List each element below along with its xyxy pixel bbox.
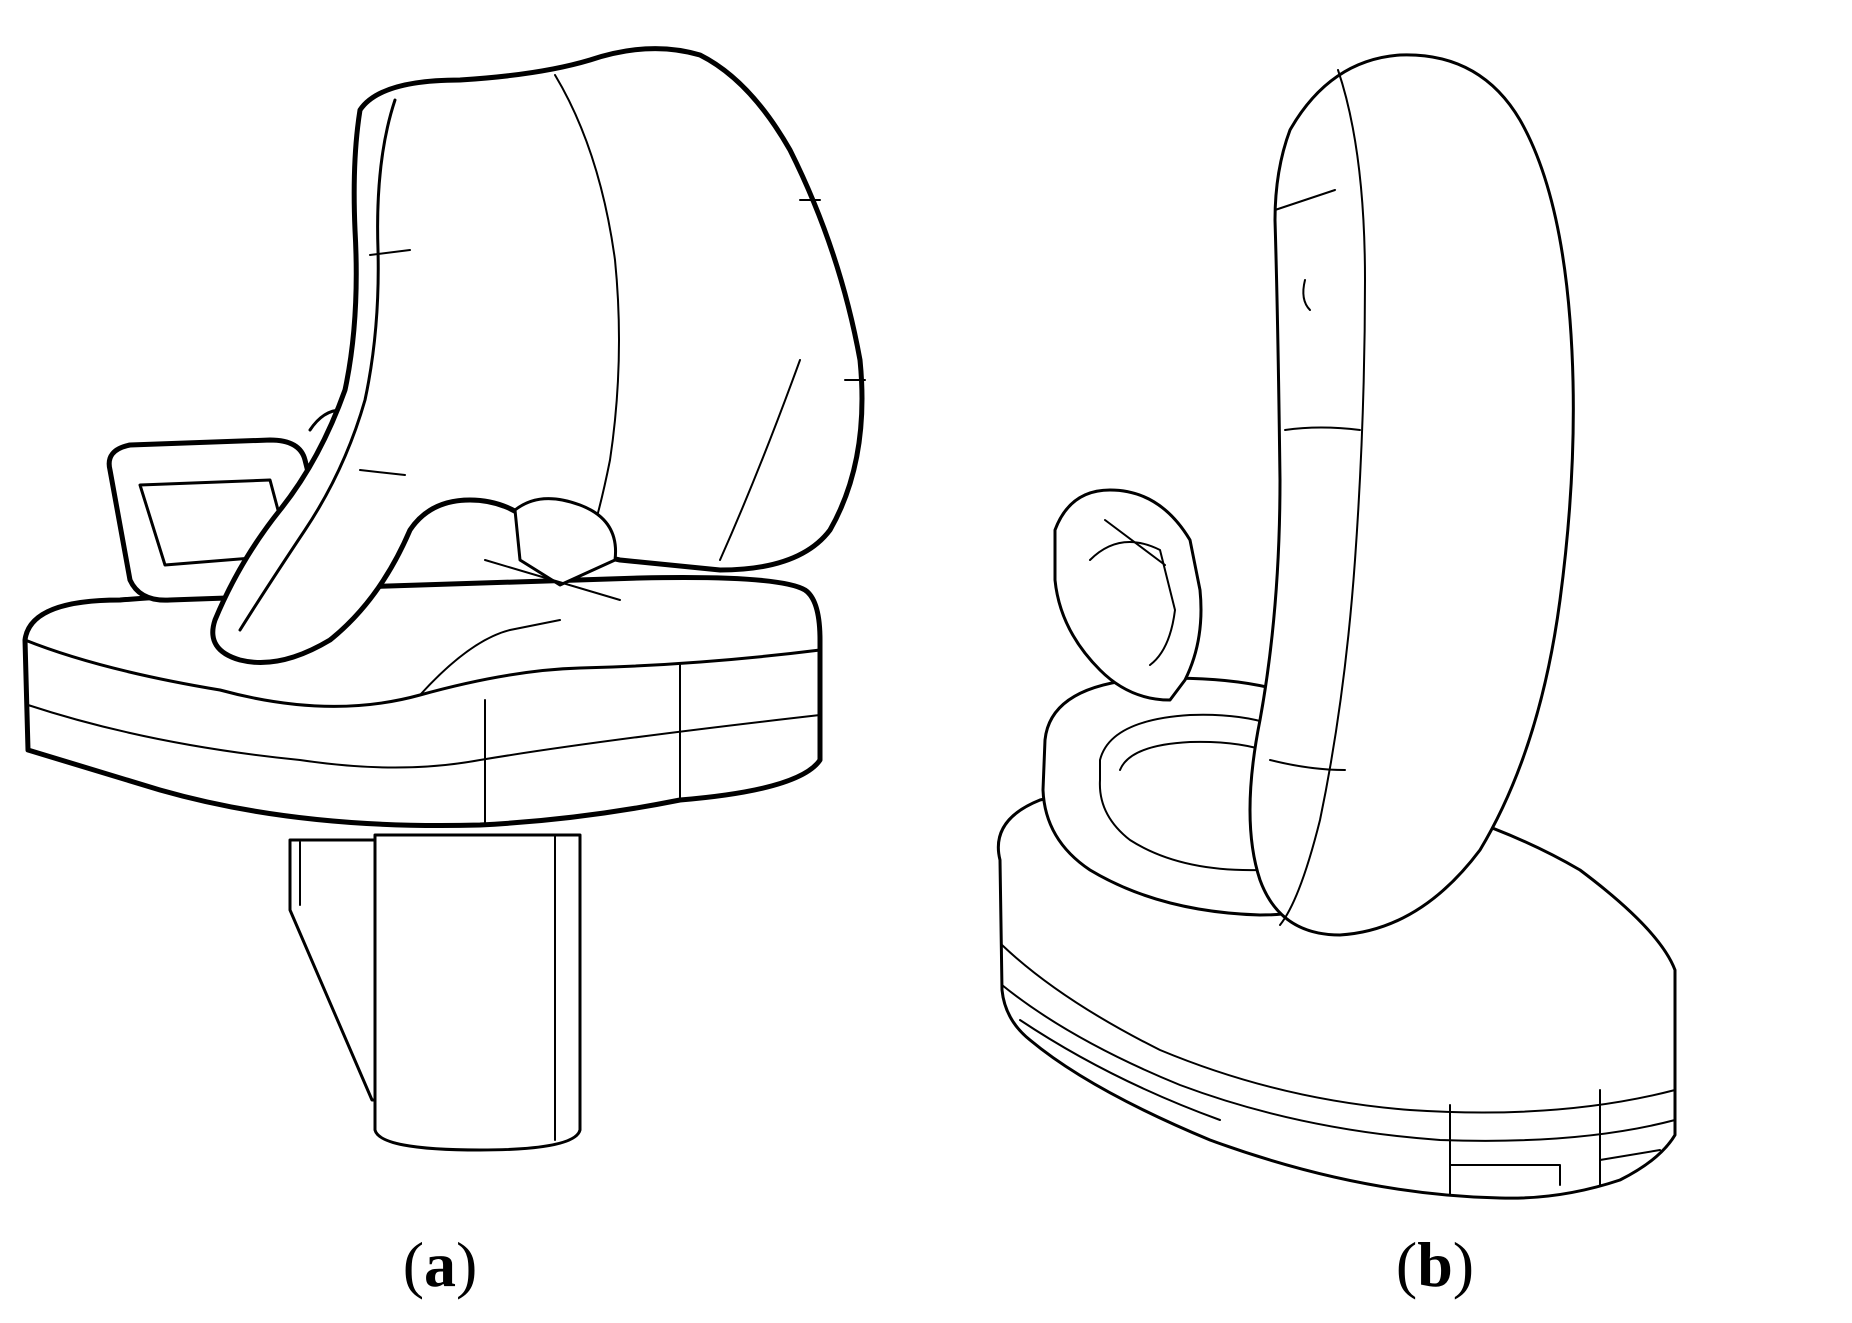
panel-b-knee-implant <box>960 0 1852 1220</box>
tibial-stem <box>288 833 582 1152</box>
caption-b-close-paren: ) <box>1452 1229 1475 1300</box>
femoral-component <box>1248 53 1575 937</box>
tibial-baseplate <box>22 575 823 829</box>
caption-b: (b) <box>1285 1225 1585 1305</box>
caption-b-open-paren: ( <box>1395 1229 1418 1300</box>
caption-a: (a) <box>290 1225 590 1305</box>
knee-implant-a-drawing <box>22 46 866 1152</box>
intercondylar-cam <box>484 497 621 601</box>
panel-a-knee-implant-with-stem <box>0 0 900 1220</box>
caption-a-close-paren: ) <box>456 1229 478 1300</box>
caption-a-letter: a <box>424 1229 456 1300</box>
knee-implant-b-drawing <box>996 53 1677 1200</box>
caption-a-open-paren: ( <box>402 1229 424 1300</box>
caption-b-letter: b <box>1417 1229 1453 1300</box>
posterior-condyle <box>1053 488 1203 702</box>
